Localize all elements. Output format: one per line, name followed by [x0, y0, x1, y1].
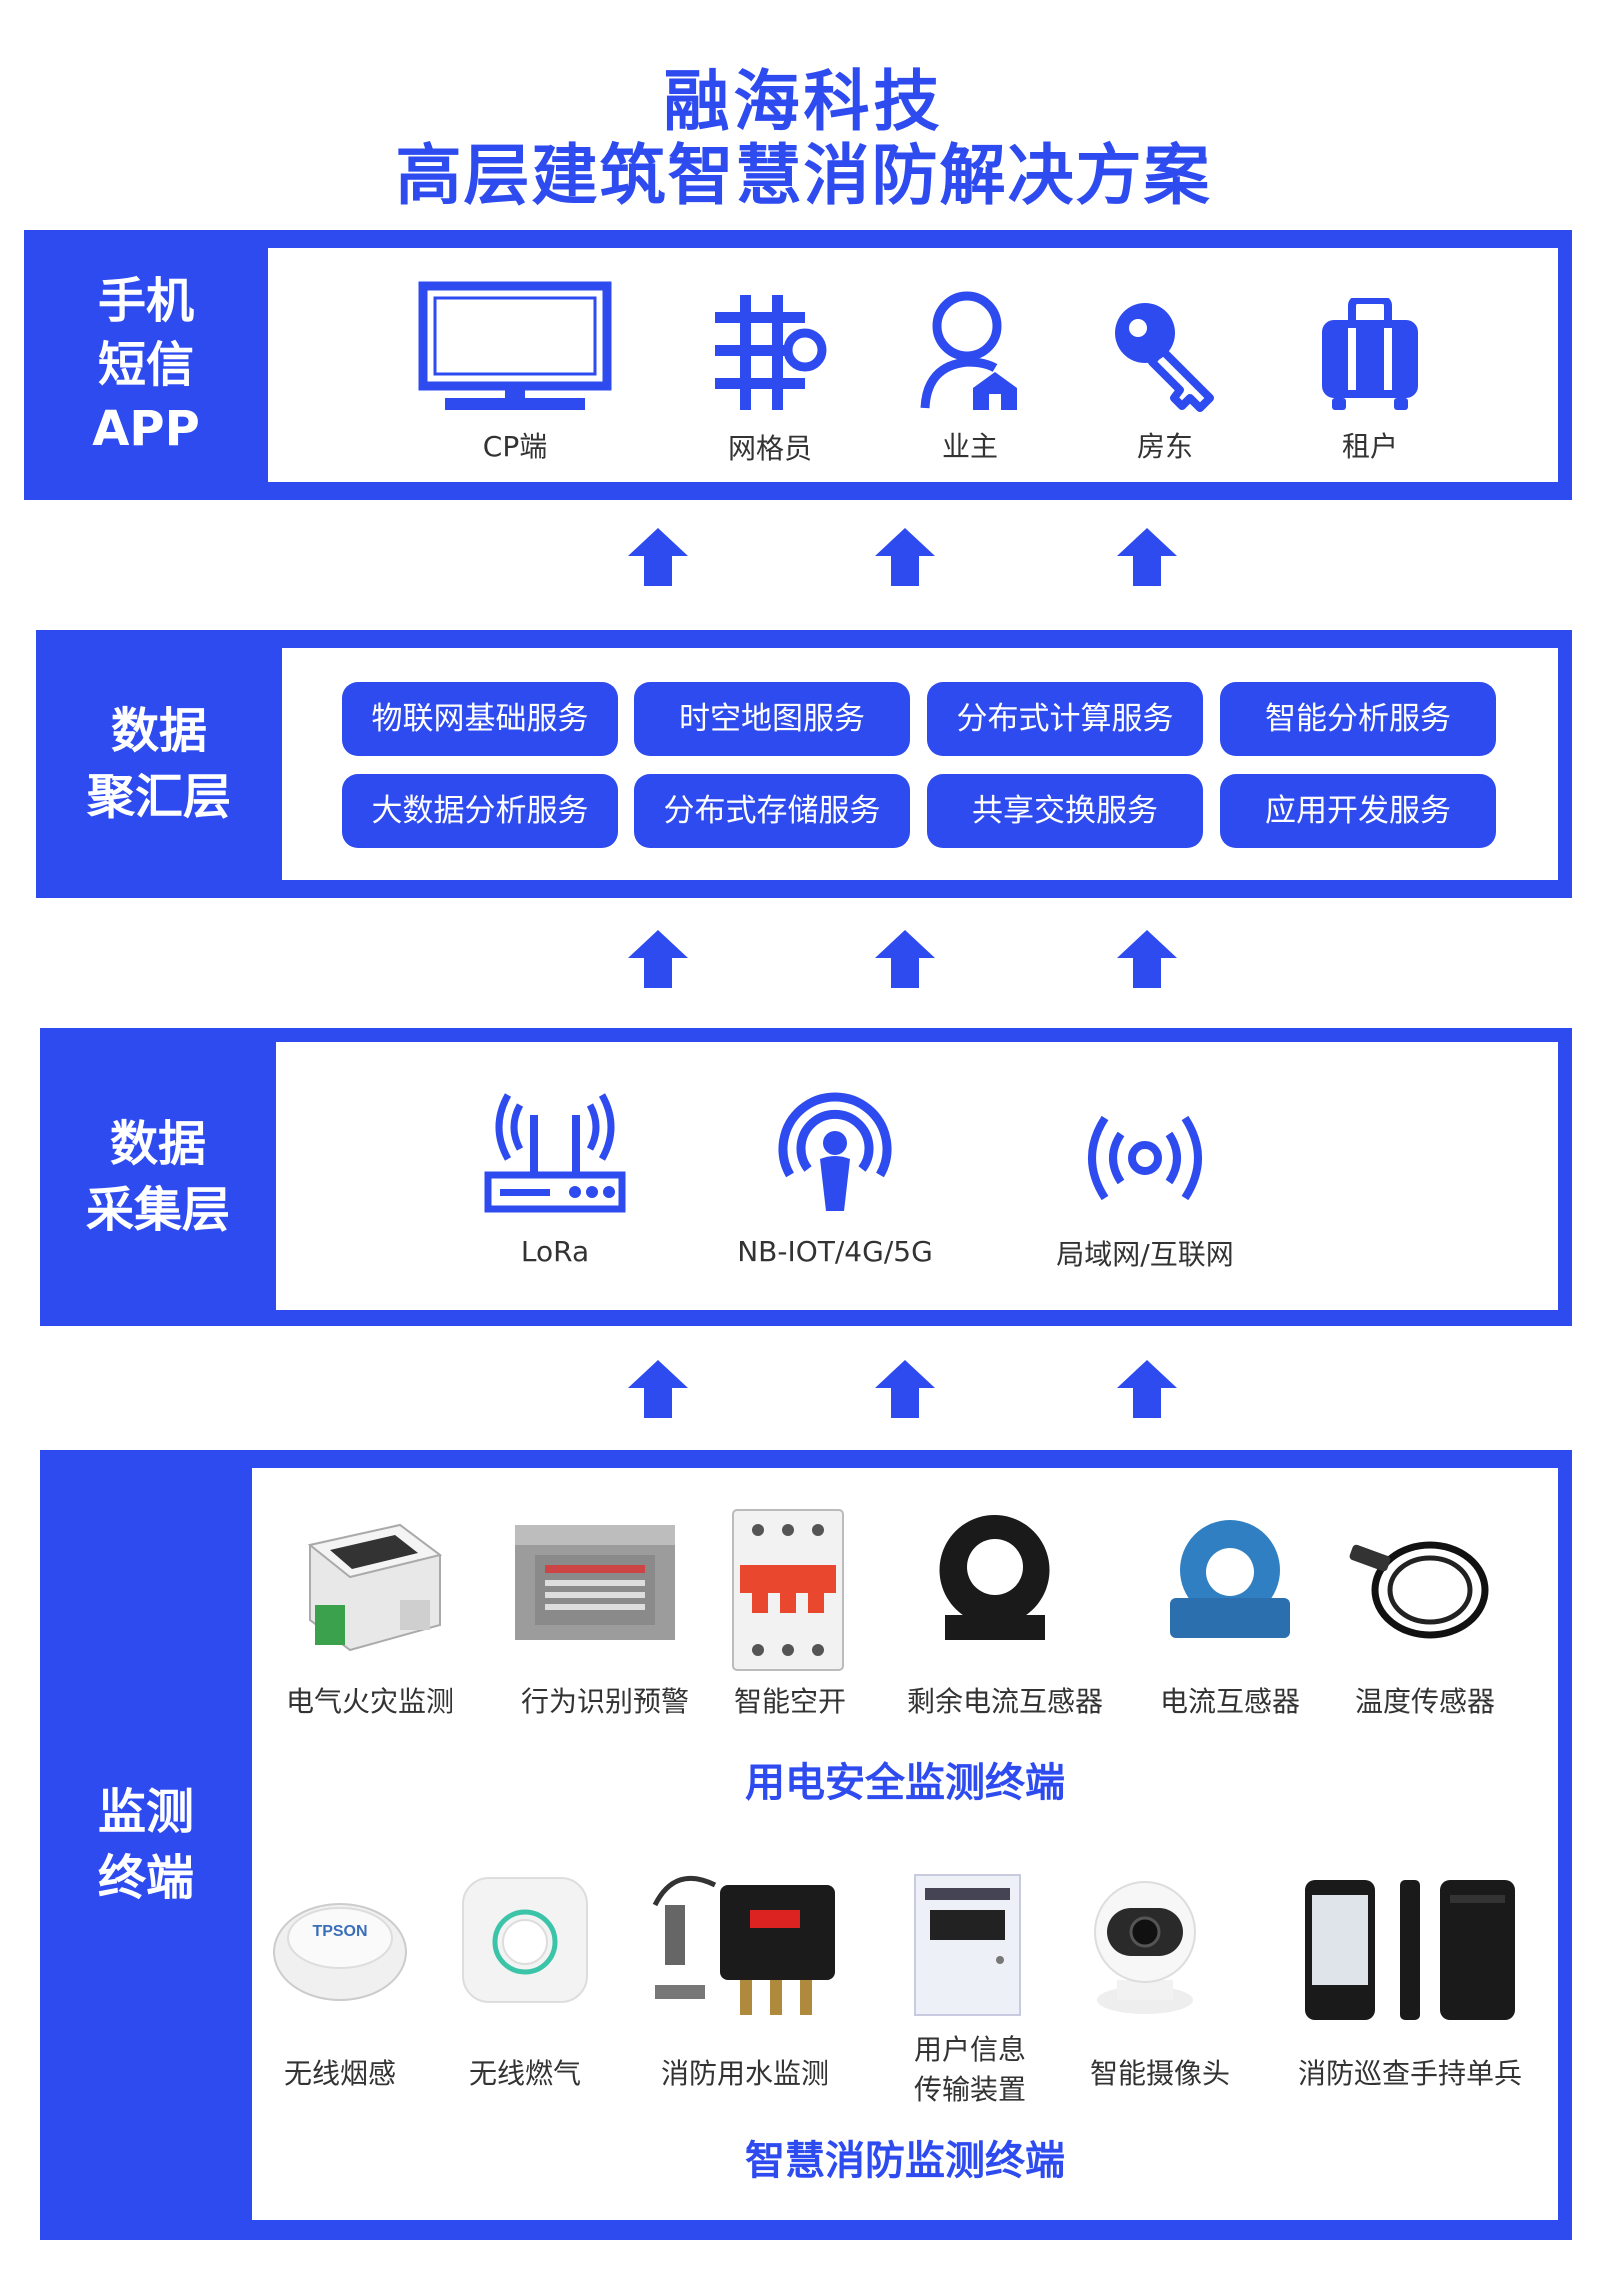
- up-arrow-icon: [875, 1360, 935, 1418]
- fire-device-label: 用户信息 传输装置: [913, 2033, 1026, 2106]
- electric-device-label: 电气火灾监测: [285, 1685, 454, 1718]
- service-pill[interactable]: 共享交换服务: [927, 774, 1203, 848]
- title-solution: 高层建筑智慧消防解决方案: [395, 137, 1212, 214]
- device-behavior-alert: [515, 1525, 675, 1640]
- app-item-cp[interactable]: CP端: [400, 280, 630, 465]
- app-item-owner[interactable]: 业主: [890, 288, 1050, 465]
- device-handheld-terminal: [1305, 1880, 1515, 2020]
- service-pill[interactable]: 物联网基础服务: [342, 682, 618, 756]
- collection-item-lora[interactable]: LoRa: [470, 1085, 640, 1268]
- fire-device-label: 无线烟感: [283, 2057, 396, 2090]
- device-current-transformer: [1170, 1520, 1290, 1638]
- collection-item-label: 局域网/互联网: [1056, 1238, 1234, 1271]
- up-arrow-icon: [1117, 930, 1177, 988]
- fire-device-label: 智能摄像头: [1089, 2057, 1230, 2090]
- electric-device-label: 智能空开: [733, 1685, 846, 1718]
- collection-item-label: LoRa: [520, 1235, 590, 1268]
- device-residual-current-transformer: [939, 1515, 1050, 1640]
- title-company: 融海科技: [663, 63, 944, 140]
- electric-device-label: 电流互感器: [1159, 1685, 1300, 1718]
- luggage-icon: [1322, 298, 1418, 410]
- aggregation-layer-label: 数据 聚汇层: [86, 703, 231, 825]
- app-item-label: 业主: [941, 430, 998, 463]
- app-item-tenant[interactable]: 租户: [1295, 298, 1445, 465]
- broadcast-icon: [1088, 1115, 1202, 1201]
- device-smart-camera: [1094, 1881, 1196, 2014]
- device-smart-breaker: [732, 1509, 844, 1671]
- electric-device-label: 温度传感器: [1354, 1685, 1495, 1718]
- service-pill[interactable]: 分布式存储服务: [634, 774, 910, 848]
- fire-terminal-title: 智慧消防监测终端: [745, 2138, 1065, 2184]
- fire-device-label: 消防巡查手持单兵: [1297, 2057, 1522, 2090]
- smoke-brand-text: TPSON: [312, 1923, 367, 1940]
- app-layer-label: 手机 短信 APP: [92, 273, 200, 457]
- device-gas-detector: [462, 1877, 588, 2003]
- device-smoke-detector: TPSON: [273, 1903, 407, 2001]
- collection-item-nbiot[interactable]: NB-IOT/4G/5G: [715, 1085, 955, 1268]
- device-user-info-transmitter: [914, 1874, 1021, 2016]
- key-icon: [1115, 303, 1214, 412]
- up-arrow-icon: [1117, 1360, 1177, 1418]
- up-arrow-icon: [628, 930, 688, 988]
- router-icon: [484, 1093, 626, 1213]
- terminal-layer-label: 监测 终端: [97, 1784, 194, 1906]
- device-fire-water-monitor: [652, 1875, 835, 2015]
- fire-device-label: 消防用水监测: [660, 2057, 829, 2090]
- app-item-landlord[interactable]: 房东: [1090, 298, 1240, 465]
- electric-terminal-title: 用电安全监测终端: [745, 1760, 1065, 1806]
- service-pill[interactable]: 大数据分析服务: [342, 774, 618, 848]
- service-pill[interactable]: 智能分析服务: [1220, 682, 1496, 756]
- app-item-grid[interactable]: 网格员: [690, 290, 850, 467]
- service-pill[interactable]: 分布式计算服务: [927, 682, 1203, 756]
- up-arrow-icon: [875, 930, 935, 988]
- app-item-label: 房东: [1136, 430, 1193, 463]
- app-item-label: 租户: [1341, 430, 1398, 463]
- electric-device-label: 行为识别预警: [520, 1685, 689, 1718]
- owner-icon: [920, 291, 1017, 410]
- up-arrow-icon: [1117, 528, 1177, 586]
- grid-icon: [715, 295, 827, 410]
- collection-layer-label: 数据 采集层: [85, 1116, 230, 1238]
- device-electric-fire-monitor: [307, 1523, 443, 1652]
- app-item-label: CP端: [482, 430, 548, 463]
- service-pill[interactable]: 应用开发服务: [1220, 774, 1496, 848]
- monitor-icon: [418, 281, 612, 410]
- up-arrow-icon: [628, 1360, 688, 1418]
- up-arrow-icon: [628, 528, 688, 586]
- signal-person-icon: [778, 1092, 892, 1211]
- service-pill[interactable]: 时空地图服务: [634, 682, 910, 756]
- app-item-label: 网格员: [727, 432, 812, 465]
- electric-device-label: 剩余电流互感器: [906, 1685, 1103, 1718]
- terminal-layer-panel: [252, 1468, 1558, 2220]
- up-arrow-icon: [875, 528, 935, 586]
- device-temperature-sensor: [1349, 1541, 1489, 1639]
- collection-item-lan[interactable]: 局域网/互联网: [1035, 1100, 1255, 1273]
- fire-device-label: 无线燃气: [468, 2057, 581, 2090]
- collection-item-label: NB-IOT/4G/5G: [737, 1235, 933, 1268]
